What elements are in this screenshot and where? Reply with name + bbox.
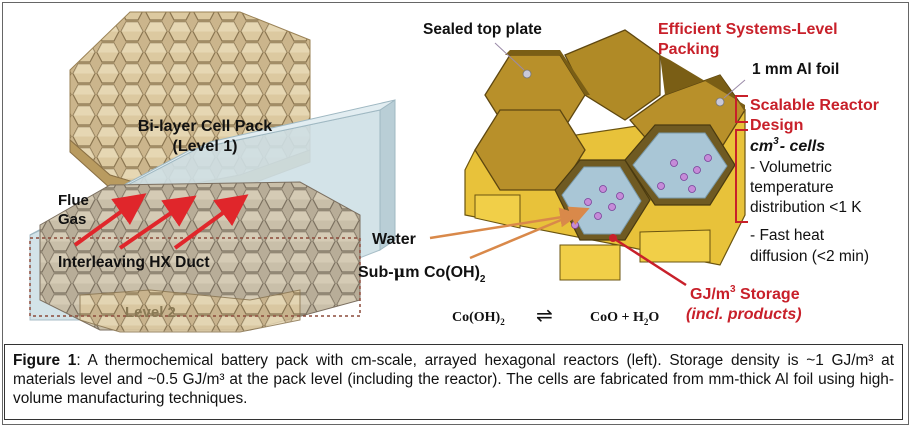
top-plate-marker [522,69,532,79]
reaction-products: CoO + H2O [590,310,659,327]
co-oh-particles [571,154,712,229]
bilayer-label-line1: Bi-layer Cell Pack [138,118,272,135]
bilayer-label-line2: (Level 1) [173,138,238,155]
bullet2-line1: - Fast heat [750,227,825,244]
sealed-top-plate-label: Sealed top plate [423,21,542,38]
bullet2-line2: diffusion (<2 min) [750,248,869,265]
incl-products-label: (incl. products) [686,306,802,323]
gj-storage-label: GJ/m3 Storage [690,284,800,303]
sub-um-coOH2-label: Sub-μm Co(OH)2 [358,262,486,285]
reaction-equilibrium-arrow: ⇌ [536,303,553,327]
reaction-reactant: Co(OH)2 [452,310,505,327]
flue-gas-label-line2: Gas [58,211,86,228]
bullet1-line3: distribution <1 K [750,199,862,216]
efficient-packing-line2: Packing [658,41,719,58]
figure-caption: Figure 1: A thermochemical battery pack … [4,344,903,420]
cm3-cells-label: cm3- cells [750,136,825,155]
flue-gas-arrows [73,193,249,250]
foil-marker [715,97,725,107]
scalable-design-line2: Design [750,117,803,134]
efficient-packing-line1: Efficient Systems-Level [658,21,838,38]
al-foil-label: 1 mm Al foil [752,61,839,78]
figure-illustration: Bi-layer Cell Pack (Level 1) Flue Gas In… [29,11,879,333]
caption-label: Figure 1 [13,352,77,369]
flue-gas-label-line1: Flue [58,192,89,209]
bullet1-line1: - Volumetric [750,159,832,176]
level2-label: Level 2 [125,304,176,321]
water-label: Water [372,231,416,248]
callout-lines [429,42,748,287]
caption-text: : A thermochemical battery pack with cm-… [13,352,894,407]
hx-duct-label: Interleaving HX Duct [58,254,210,271]
scalable-design-line1: Scalable Reactor [750,97,879,114]
bullet1-line2: temperature [750,179,834,196]
